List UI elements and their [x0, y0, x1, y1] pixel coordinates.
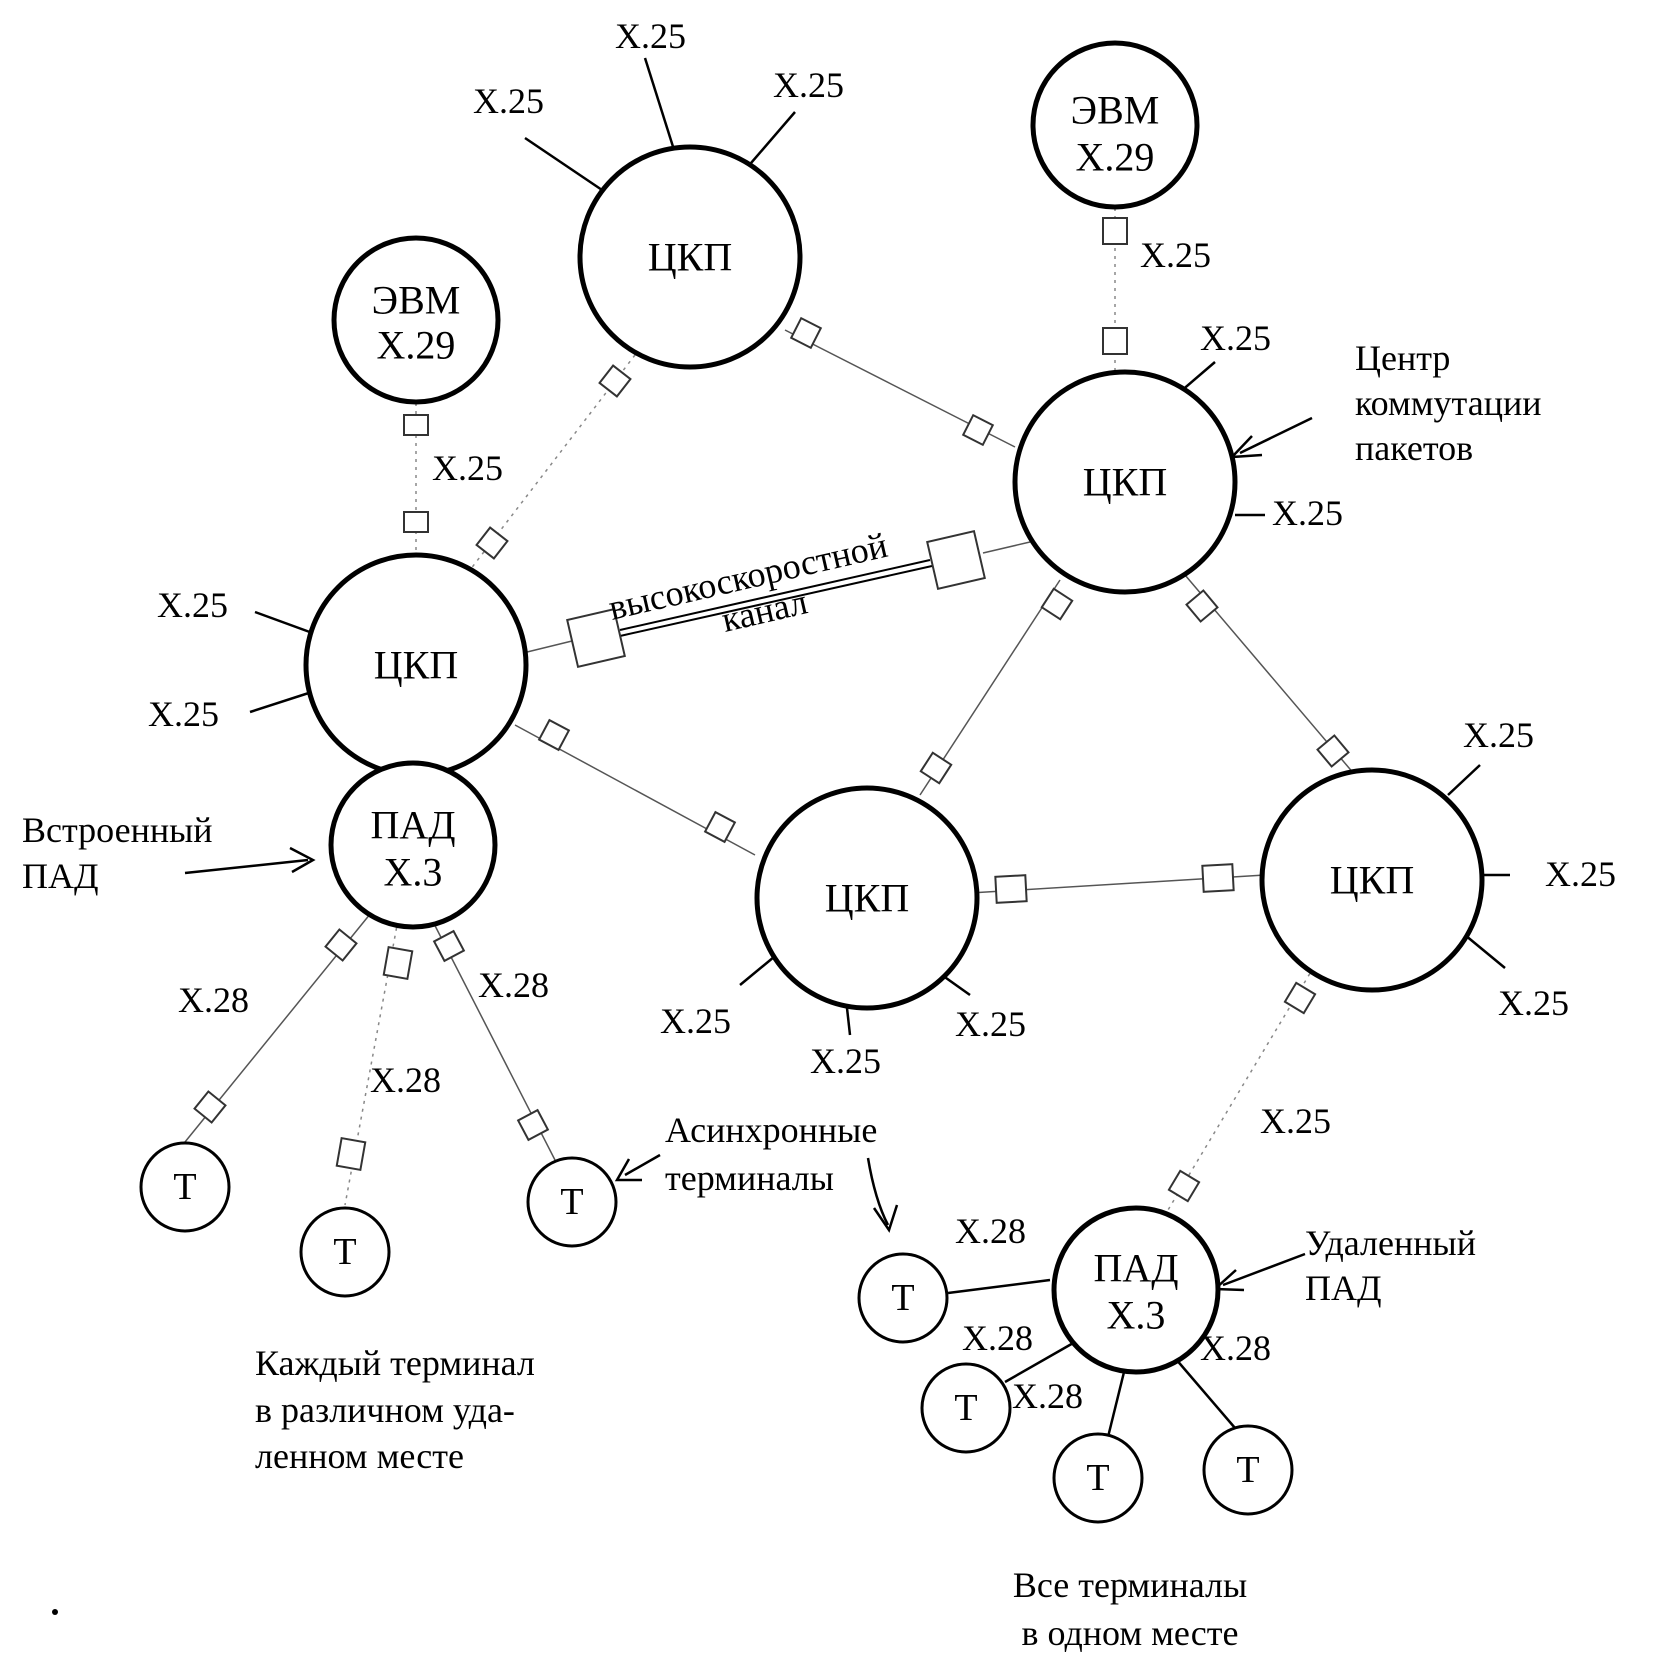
x28-label: X.28 [962, 1318, 1033, 1358]
terminal-label: Т [333, 1231, 356, 1273]
terminal: Т [526, 1156, 618, 1248]
cpc-left-label: ЦКП [374, 643, 458, 688]
terminal-label: Т [173, 1166, 196, 1208]
host-left-label-line2: X.29 [377, 323, 456, 368]
cpc-left: ЦКП [303, 552, 529, 778]
cpc-right-label: ЦКП [1083, 460, 1167, 505]
each-terminal-line1: Каждый терминал [255, 1343, 535, 1383]
terminal: Т [857, 1252, 949, 1344]
high-speed-channel: высокоскоростной канал [522, 525, 1031, 668]
annotation-switching-center: Центр коммутации пакетов [1355, 338, 1542, 468]
terminal: Т [1052, 1432, 1144, 1524]
switching-center-line2: коммутации [1355, 383, 1542, 423]
x25-label: X.25 [660, 1001, 731, 1041]
terminal-label: Т [954, 1387, 977, 1429]
switching-center-line3: пакетов [1355, 428, 1473, 468]
host-right: ЭВМ X.29 [1030, 40, 1200, 210]
x28-label: X.28 [178, 980, 249, 1020]
annotation-builtin-pad: Встроенный ПАД [22, 810, 213, 896]
all-terminals-line2: в одном месте [1022, 1613, 1239, 1653]
terminal: Т [920, 1362, 1012, 1454]
terminal-label: Т [891, 1277, 914, 1319]
cpc-top: ЦКП [577, 144, 803, 370]
terminal: Т [139, 1141, 231, 1233]
pad-builtin: ПАД X.3 [328, 760, 498, 930]
async-terminals-line2: терминалы [665, 1158, 834, 1198]
cpc-bottom-middle-label: ЦКП [825, 876, 909, 921]
terminal: Т [299, 1206, 391, 1298]
link-connectors [403, 217, 1350, 1203]
remote-pad-line2: ПАД [1305, 1268, 1382, 1308]
x25-label: X.25 [1272, 493, 1343, 533]
x25-label: X.25 [1140, 235, 1211, 275]
builtin-pad-line2: ПАД [22, 856, 99, 896]
x25-label: X.25 [473, 81, 544, 121]
cpc-bottom-right: ЦКП [1259, 767, 1485, 993]
x25-label: X.25 [615, 16, 686, 56]
x25-label: X.25 [157, 585, 228, 625]
x25-label: X.25 [810, 1041, 881, 1081]
remote-pad-terminal-links [947, 1278, 1236, 1438]
annotation-each-terminal: Каждый терминал в различном уда- ленном … [255, 1343, 535, 1476]
terminal: Т [1202, 1424, 1294, 1516]
all-terminals-line1: Все терминалы [1013, 1565, 1247, 1605]
cpc-right: ЦКП [1012, 369, 1238, 595]
each-terminal-line3: ленном месте [255, 1436, 464, 1476]
async-terminals-line1: Асинхронные [665, 1110, 877, 1150]
x28-label: X.28 [955, 1211, 1026, 1251]
pad-remote-label-line1: ПАД [1093, 1246, 1178, 1291]
cpc-bottom-middle: ЦКП [754, 785, 980, 1011]
pad-remote-label-line2: X.3 [1107, 1293, 1166, 1338]
x28-label: X.28 [1200, 1328, 1271, 1368]
x25-label: X.25 [773, 65, 844, 105]
cpc-bottom-right-label: ЦКП [1330, 858, 1414, 903]
host-right-label-line2: X.29 [1076, 135, 1155, 180]
x25-label: X.25 [955, 1004, 1026, 1044]
x25-label: X.25 [432, 448, 503, 488]
terminal-label: Т [1236, 1449, 1259, 1491]
x28-label: X.28 [1012, 1376, 1083, 1416]
remote-pad-line1: Удаленный [1305, 1223, 1476, 1263]
x25-label: X.25 [1498, 983, 1569, 1023]
terminal-label: Т [560, 1181, 583, 1223]
builtin-pad-terminal-links [184, 907, 556, 1206]
each-terminal-line2: в различном уда- [255, 1390, 515, 1430]
annotation-async-terminals: Асинхронные терминалы [665, 1110, 877, 1198]
stray-dot [52, 1609, 58, 1615]
x25-label: X.25 [1200, 318, 1271, 358]
x25-label: X.25 [1463, 715, 1534, 755]
host-right-label-line1: ЭВМ [1071, 88, 1160, 133]
protocol-labels: X.25 X.25 X.25 X.25 X.25 X.25 X.25 X.25 … [148, 16, 1616, 1416]
pad-remote: ПАД X.3 [1051, 1205, 1221, 1375]
annotation-remote-pad: Удаленный ПАД [1305, 1223, 1476, 1308]
x25-label: X.25 [148, 694, 219, 734]
x25-label: X.25 [1545, 854, 1616, 894]
annotation-all-terminals: Все терминалы в одном месте [1013, 1565, 1247, 1653]
switching-center-line1: Центр [1355, 338, 1450, 378]
host-left-label-line1: ЭВМ [372, 278, 461, 323]
x28-label: X.28 [478, 965, 549, 1005]
builtin-pad-line1: Встроенный [22, 810, 213, 850]
pad-builtin-label-line2: X.3 [384, 850, 443, 895]
pad-builtin-label-line1: ПАД [370, 803, 455, 848]
host-left: ЭВМ X.29 [331, 235, 501, 405]
x28-label: X.28 [370, 1060, 441, 1100]
cpc-top-label: ЦКП [648, 235, 732, 280]
x25-label: X.25 [1260, 1101, 1331, 1141]
terminal-label: Т [1086, 1457, 1109, 1499]
